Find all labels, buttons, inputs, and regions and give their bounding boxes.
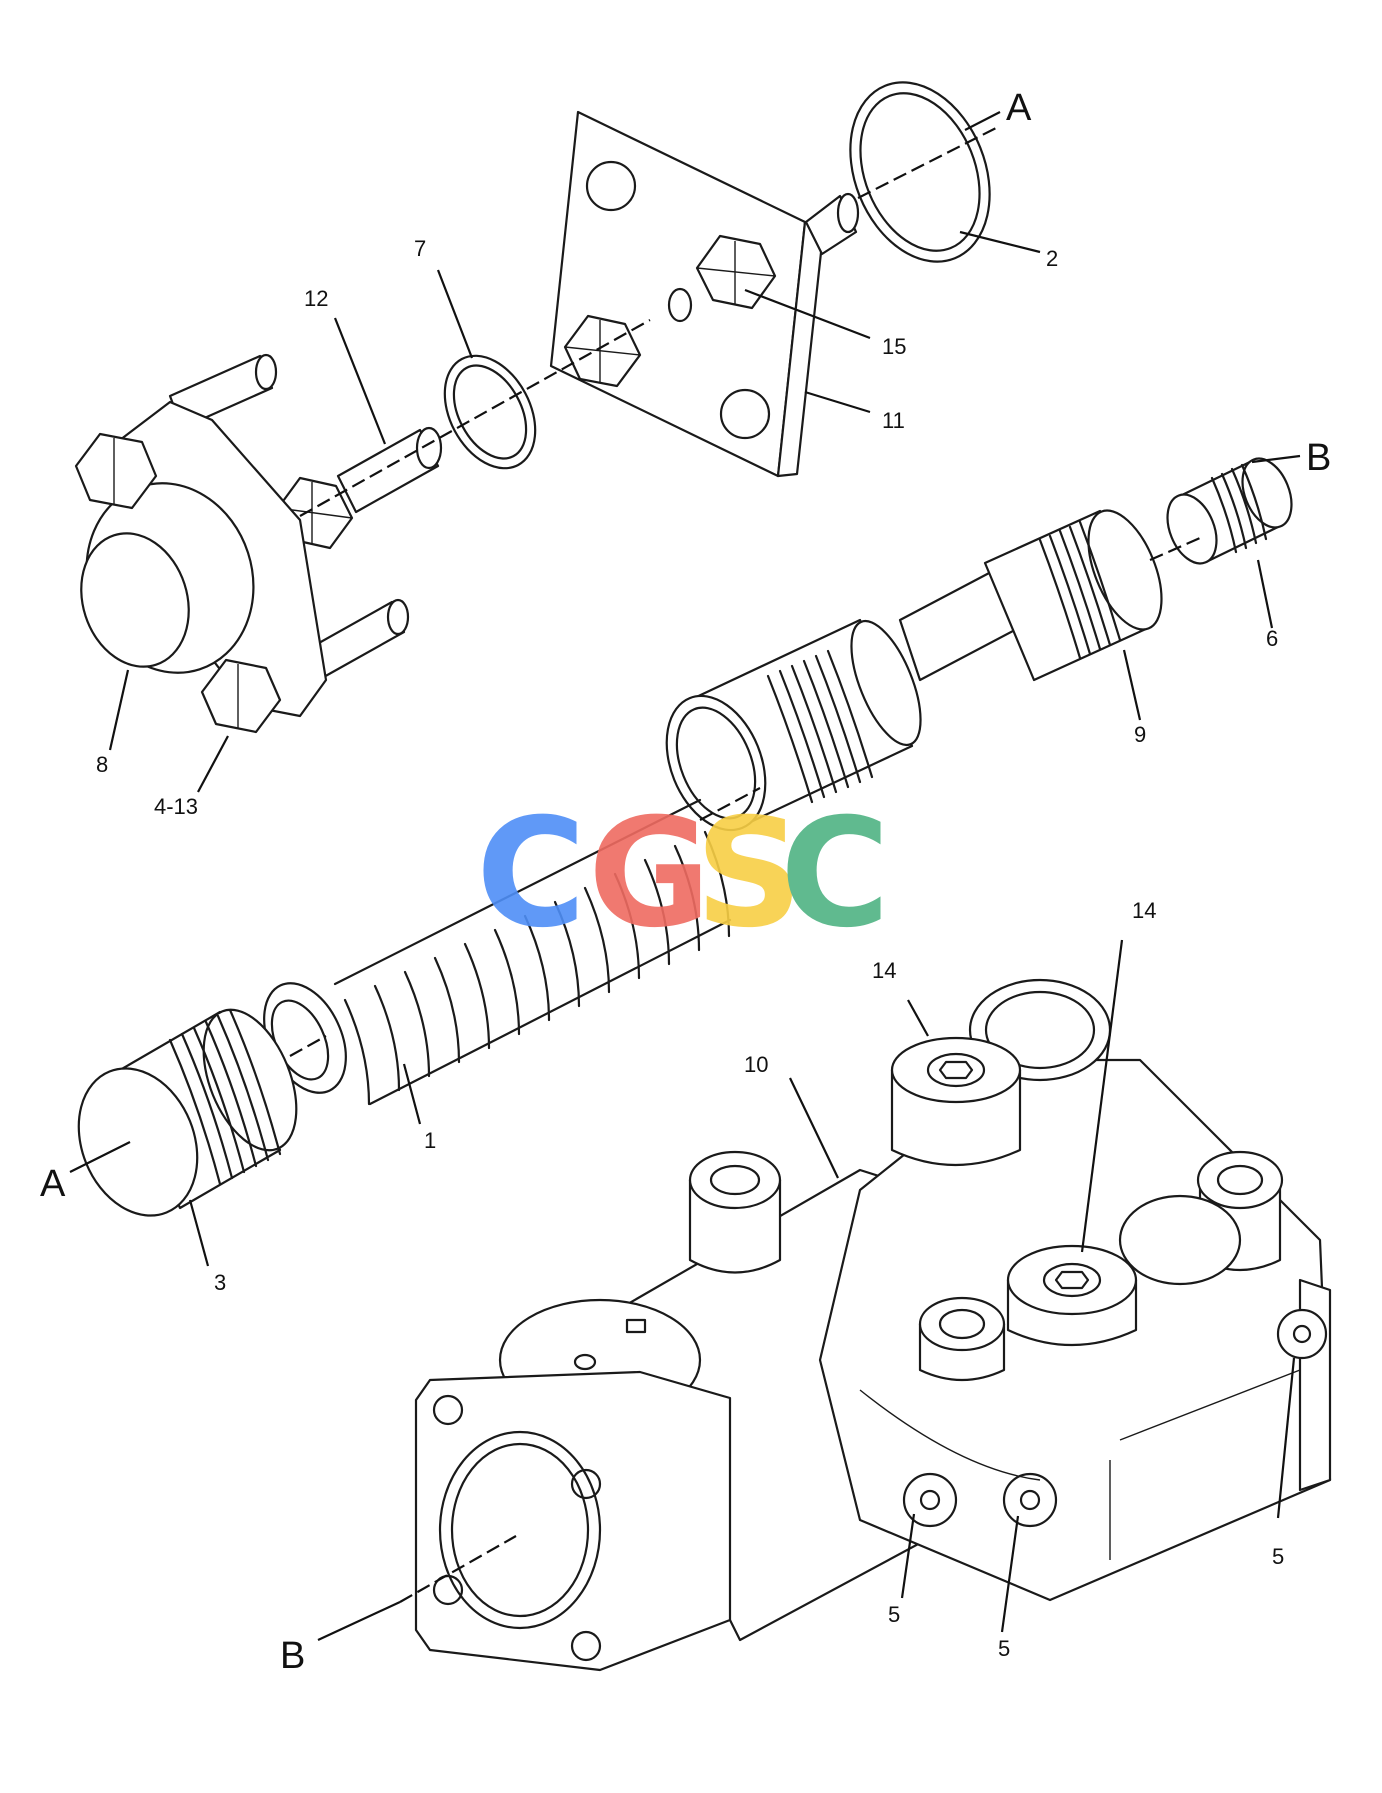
callout-7: 7 — [414, 236, 426, 261]
leader-lines — [69, 111, 1301, 1641]
plug-part-3 — [77, 1008, 298, 1217]
callout-5-right: 5 — [1272, 1544, 1284, 1569]
hex-nut — [563, 314, 642, 388]
plate-stud — [804, 192, 860, 256]
callout-8: 8 — [96, 752, 108, 777]
callout-5-bottom: 5 — [998, 1636, 1010, 1661]
callout-9: 9 — [1134, 722, 1146, 747]
socket-plug-part-5 — [1276, 1308, 1328, 1360]
ref-label-b-bottom: B — [280, 1635, 305, 1677]
callout-labels: A 2 7 12 15 11 B 6 9 8 4-13 14 14 10 1 A… — [40, 87, 1331, 1677]
socket-plug-part-5 — [1002, 1472, 1058, 1528]
o-ring-part-7 — [443, 354, 537, 470]
callout-2: 2 — [1046, 246, 1058, 271]
ref-label-a-top: A — [1006, 87, 1032, 129]
hex-bolt-part-4-13 — [200, 658, 282, 734]
callout-15: 15 — [882, 334, 906, 359]
callout-12: 12 — [304, 286, 328, 311]
callout-11: 11 — [882, 408, 905, 433]
spool-part-9 — [665, 509, 1163, 832]
callout-5-left: 5 — [888, 1602, 900, 1627]
watermark-letter: S — [695, 787, 803, 961]
callout-14-right: 14 — [1132, 898, 1156, 923]
assembly-center-lines — [289, 125, 1201, 1057]
end-cap-part-8 — [74, 353, 410, 734]
plate-center-port — [667, 287, 693, 323]
callout-4-13: 4-13 — [154, 794, 198, 819]
spring-part-1 — [263, 798, 732, 1106]
socket-plug-part-5 — [902, 1472, 958, 1528]
plate-bolt-hole — [719, 388, 771, 440]
callout-10: 10 — [744, 1052, 768, 1077]
ref-label-a-left: A — [40, 1163, 66, 1205]
watermark-logo: C G S C — [476, 787, 890, 961]
plate-bolt-hole — [585, 160, 637, 212]
watermark-letter: G — [588, 787, 711, 961]
watermark-letter: C — [476, 787, 586, 961]
o-ring-part-2 — [849, 81, 991, 263]
flange-plate-part-11 — [549, 110, 825, 478]
valve-body-part-10 — [414, 978, 1332, 1672]
plug-part-6 — [1166, 457, 1293, 565]
hex-nut-part-15 — [695, 234, 777, 310]
callout-3: 3 — [214, 1270, 226, 1295]
callout-1: 1 — [424, 1128, 436, 1153]
watermark-letter: C — [780, 787, 890, 961]
callout-6: 6 — [1266, 626, 1278, 651]
ref-label-b-top: B — [1306, 437, 1331, 479]
callout-14-left: 14 — [872, 958, 896, 983]
